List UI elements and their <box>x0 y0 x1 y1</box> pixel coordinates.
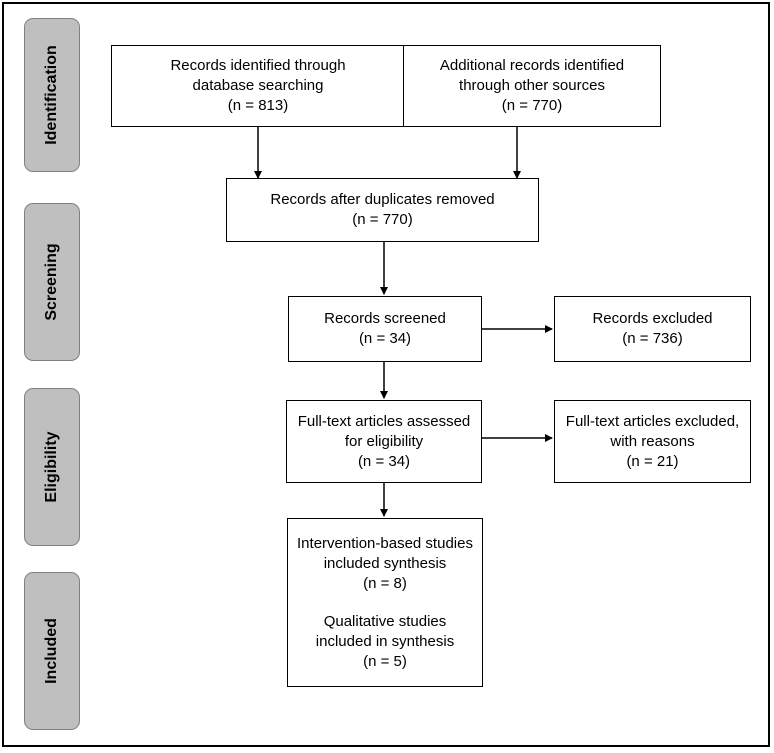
included-qualitative-line1: Qualitative studies <box>323 612 447 630</box>
excluded-line1: Records excluded <box>592 310 713 327</box>
box-fulltext-assessed: Full-text articles assessed for eligibil… <box>286 400 482 483</box>
other-sources-line2: through other sources <box>459 77 605 94</box>
fulltext-assessed-line2: for eligibility <box>344 432 424 450</box>
included-intervention-line1: Intervention-based studies <box>297 534 473 552</box>
phase-eligibility: Eligibility <box>24 388 80 546</box>
box-records-screened: Records screened (n = 34) <box>288 296 482 362</box>
box-duplicates-removed: Records after duplicates removed (n = 77… <box>226 178 539 242</box>
fulltext-excluded-line1: Full-text articles excluded, <box>565 412 740 430</box>
included-intervention-count: (n = 8) <box>363 574 407 592</box>
phase-screening: Screening <box>24 203 80 361</box>
fulltext-assessed-line1: Full-text articles assessed <box>297 412 471 430</box>
box-fulltext-excluded: Full-text articles excluded, with reason… <box>554 400 751 483</box>
fulltext-excluded-line2: with reasons <box>610 432 695 450</box>
screened-count: (n = 34) <box>358 330 412 347</box>
db-search-line2: database searching <box>192 77 324 94</box>
db-search-line1: Records identified through <box>170 57 346 74</box>
screened-line1: Records screened <box>324 310 446 327</box>
fulltext-excluded-count: (n = 21) <box>626 452 679 470</box>
included-qualitative-line2: included in synthesis <box>315 632 455 650</box>
phase-included: Included <box>24 572 80 730</box>
other-sources-count: (n = 770) <box>501 97 563 114</box>
db-search-count: (n = 813) <box>227 97 289 114</box>
included-intervention-line2: included synthesis <box>323 554 447 572</box>
box-records-excluded: Records excluded (n = 736) <box>554 296 751 362</box>
included-qualitative-count: (n = 5) <box>363 652 407 670</box>
box-database-searching: Records identified through database sear… <box>111 45 405 127</box>
dedup-line1: Records after duplicates removed <box>270 191 495 208</box>
fulltext-assessed-count: (n = 34) <box>357 452 411 470</box>
phase-identification: Identification <box>24 18 80 172</box>
box-included-studies: Intervention-based studies included synt… <box>287 518 483 687</box>
other-sources-line1: Additional records identified <box>439 57 625 74</box>
excluded-count: (n = 736) <box>622 330 683 347</box>
dedup-count: (n = 770) <box>352 211 413 228</box>
box-other-sources: Additional records identified through ot… <box>403 45 661 127</box>
